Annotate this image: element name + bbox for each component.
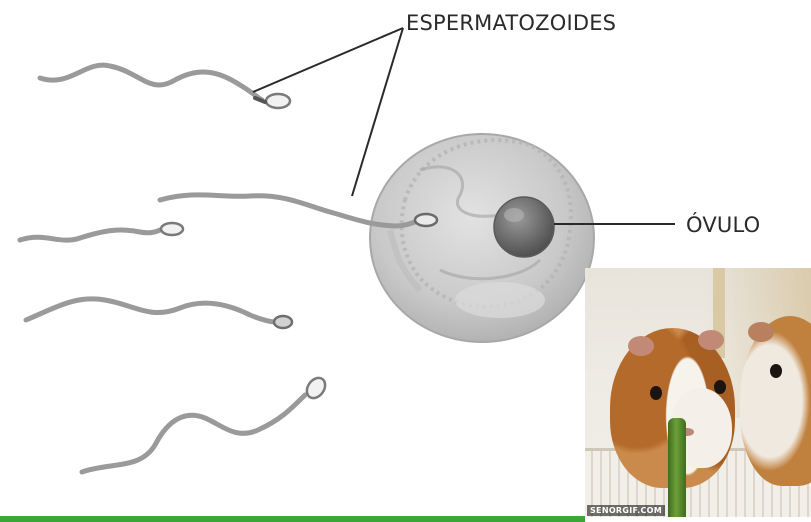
sperm-cell bbox=[82, 374, 329, 472]
photo-watermark: SENORGIF.COM bbox=[587, 505, 665, 516]
sperm-label: ESPERMATOZOIDES bbox=[406, 11, 616, 35]
ovum-cell bbox=[370, 134, 594, 342]
bottom-accent-bar bbox=[0, 516, 585, 522]
ovum-label: ÓVULO bbox=[686, 212, 760, 237]
sperm-cell bbox=[40, 65, 290, 108]
guinea-pig-ear bbox=[748, 322, 774, 342]
sperm-cell bbox=[20, 223, 183, 240]
guinea-pig-eye bbox=[770, 364, 782, 378]
guinea-pig-photo: SENORGIF.COM bbox=[585, 268, 811, 517]
ovum-nucleus bbox=[494, 197, 554, 257]
sperm-leader-line bbox=[253, 28, 403, 92]
guinea-pig-eye bbox=[650, 386, 662, 400]
guinea-pig-ear bbox=[628, 336, 654, 356]
guinea-pig-eye bbox=[714, 380, 726, 394]
sperm-cell bbox=[26, 299, 292, 328]
guinea-pig-ear bbox=[698, 330, 724, 350]
celery-stick bbox=[668, 418, 686, 517]
